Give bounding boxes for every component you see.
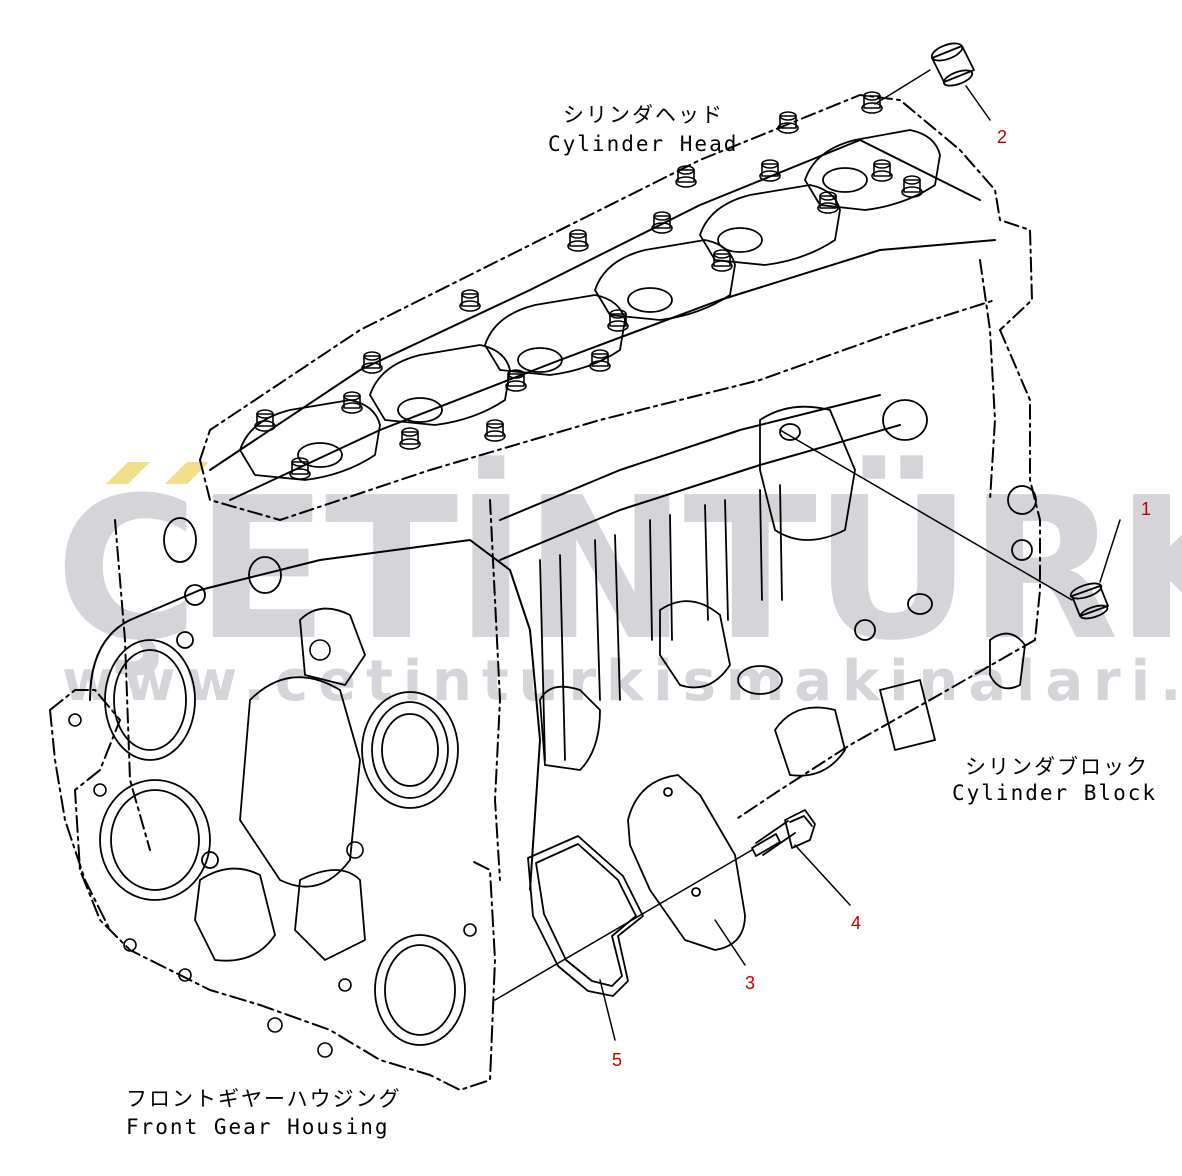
front-gear-housing-label-jp: フロントギヤーハウジング — [126, 1087, 402, 1111]
part-1-plug — [1069, 582, 1109, 620]
part-3-cover-plate — [627, 774, 746, 951]
callout-1: 1 — [1141, 499, 1152, 519]
callout-4: 4 — [851, 913, 862, 933]
cylinder-head-label-jp: シリンダヘッド — [563, 103, 724, 127]
callout-3: 3 — [745, 973, 756, 993]
watermark-accent-marks — [106, 462, 209, 484]
part-5-gasket — [527, 835, 644, 997]
callout-2: 2 — [997, 127, 1008, 147]
cylinder-block-label-jp: シリンダブロック — [965, 755, 1149, 779]
cylinder-head — [199, 91, 1033, 521]
cylinder-block-label-en: Cylinder Block — [952, 781, 1158, 805]
part-4-bolt — [751, 809, 816, 857]
front-gear-housing-label-en: Front Gear Housing — [126, 1115, 390, 1139]
leader-lines — [494, 69, 1121, 1041]
front-gear-housing — [49, 517, 541, 1091]
watermark-url: www.cetinturkismakinalari.com.tr — [62, 649, 1182, 714]
cylinder-block — [114, 259, 1041, 881]
cylinder-head-label-en: Cylinder Head — [548, 132, 739, 156]
part-2-cap — [930, 42, 975, 87]
callout-5: 5 — [612, 1050, 623, 1070]
